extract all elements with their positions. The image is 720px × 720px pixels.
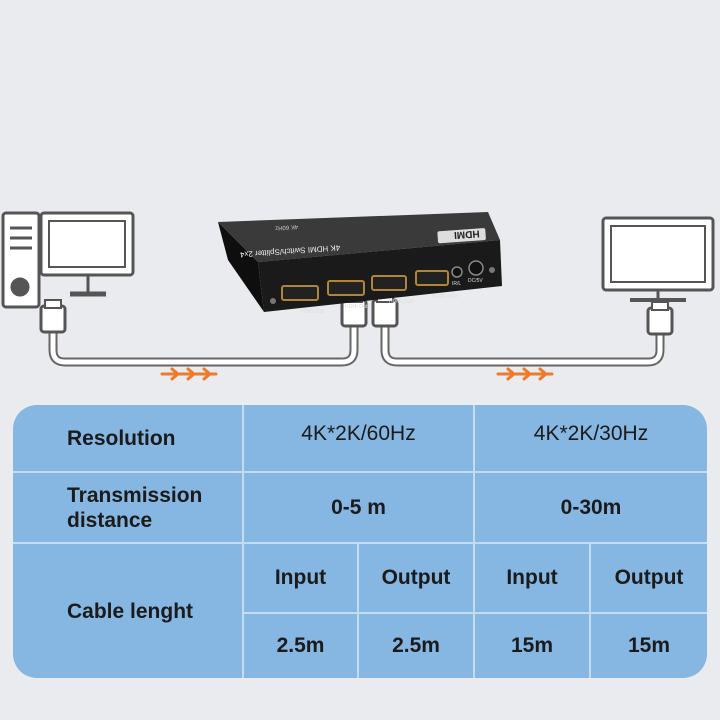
power-port-label: DC/5V (468, 278, 483, 284)
cable-length-label: Cable lenght (67, 599, 194, 623)
port-label-2: HDMI Out2 (345, 304, 370, 310)
computer-monitor-icon (39, 211, 135, 297)
cable-header-input: Input (274, 566, 327, 589)
screw-icon (270, 298, 276, 304)
distance-label: Transmission distance (67, 473, 202, 542)
hdmi-port-1-icon (281, 285, 319, 301)
display-monitor-icon (601, 216, 715, 302)
port-label-3: HDMI Out3 (389, 299, 414, 305)
screw-icon (489, 267, 495, 273)
connection-illustration: HDMI Out1 HDMI Out2 HDMI Out3 HDMI Out4 … (1, 211, 715, 381)
distance-label-line2: distance (67, 508, 153, 532)
signal-arrows-right (496, 367, 554, 381)
hdmi-output-cable (371, 293, 674, 367)
hdmi-logo: HDMI (437, 227, 486, 244)
resolution-label: Resolution (67, 426, 176, 450)
hdmi-switch-device: HDMI Out1 HDMI Out2 HDMI Out3 HDMI Out4 … (218, 212, 502, 315)
device-subtitle: 4K 60Hz (275, 223, 298, 231)
port-label-4: HDMI Out4 (432, 294, 457, 300)
ir-port-icon (451, 266, 463, 278)
divider (589, 543, 591, 678)
specification-table: Resolution 4K*2K/60Hz 4K*2K/30Hz Transmi… (13, 405, 707, 678)
divider (473, 405, 475, 678)
divider (13, 542, 707, 544)
divider (242, 405, 244, 678)
distance-long-range: 0-30m (560, 495, 622, 519)
hdmi-port-3-icon (371, 275, 407, 291)
signal-arrows-left (160, 367, 218, 381)
cable-value: 15m (510, 634, 554, 657)
cable-header-output: Output (614, 566, 684, 589)
cable-value: 2.5m (276, 634, 325, 657)
power-port-icon (468, 260, 484, 276)
cable-value: 2.5m (392, 634, 440, 657)
cable-header-input: Input (506, 566, 558, 589)
ir-port-label: IR/L (452, 281, 461, 287)
svg-text:HDMI: HDMI (453, 227, 479, 240)
hdmi-port-4-icon (415, 270, 449, 286)
computer-tower-icon (1, 211, 41, 309)
divider (242, 612, 707, 614)
distance-label-line1: Transmission (67, 483, 203, 507)
hdmi-port-2-icon (327, 280, 365, 296)
cable-value: 15m (627, 634, 671, 657)
resolution-long-range: 4K*2K/30Hz (533, 422, 649, 445)
divider (357, 543, 359, 678)
hdmi-input-cable (39, 293, 368, 367)
distance-short-range: 0-5 m (331, 495, 386, 519)
cable-header-output: Output (381, 566, 451, 589)
port-label-1: HDMI Out1 (300, 309, 325, 315)
resolution-short-range: 4K*2K/60Hz (301, 422, 416, 445)
divider (13, 471, 707, 473)
